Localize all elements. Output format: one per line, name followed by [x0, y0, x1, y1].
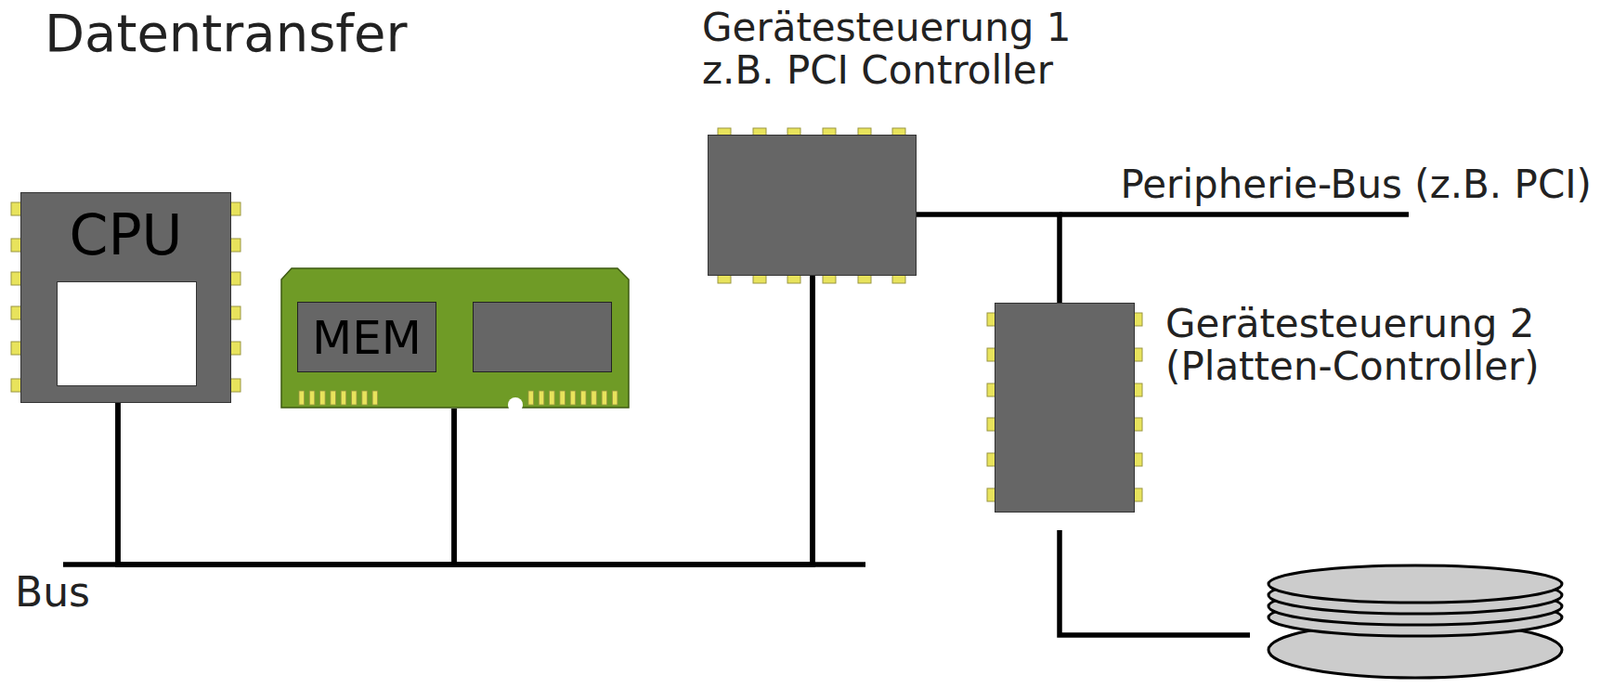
chip-pin: [858, 274, 872, 284]
chip-label: MEM: [298, 302, 436, 374]
cpu-die: [56, 281, 197, 387]
chip-pin: [787, 274, 801, 284]
module-contact: [528, 390, 534, 405]
bus-label: Peripherie-Bus (z.B. PCI): [1119, 161, 1592, 209]
chip-pin: [1133, 453, 1143, 467]
chip-pin: [892, 274, 906, 284]
chip-pin: [230, 202, 241, 216]
memory-chip: [472, 301, 612, 373]
disk-platter: [1268, 565, 1562, 603]
chip-pin: [230, 306, 241, 320]
module-contact: [299, 390, 305, 405]
chip-pin: [230, 272, 241, 286]
disk-controller-chip: Gerätesteuerung 2(Platten-Controller): [994, 302, 1135, 513]
chip-pin: [717, 274, 731, 284]
module-contact: [309, 390, 315, 405]
chip-pin: [1133, 383, 1143, 397]
bus-connector: [916, 214, 1060, 303]
bus-connector: [454, 275, 813, 565]
diagram-title: Datentransfer: [44, 1, 408, 65]
module-contact: [549, 390, 556, 405]
chip-pin: [230, 341, 241, 355]
module-contact: [559, 390, 566, 405]
module-contact: [362, 390, 368, 405]
chip-pin: [1133, 348, 1143, 362]
memory-module: MEM: [280, 267, 630, 409]
module-contact: [601, 390, 608, 405]
module-board: [281, 268, 629, 408]
module-contact: [330, 390, 337, 405]
module-contact: [320, 390, 326, 405]
module-contact: [591, 390, 598, 405]
disk-cable: [1059, 530, 1250, 636]
module-contact: [340, 390, 347, 405]
module-contact: [581, 390, 587, 405]
chip-label: CPU: [21, 201, 231, 269]
memory-chip: MEM: [297, 301, 437, 373]
module-contact: [351, 390, 358, 405]
peripheral-bus-line: [1059, 211, 1409, 218]
chip-pin: [230, 238, 241, 252]
bus-connector: [117, 403, 455, 565]
disk-stack: [1268, 565, 1562, 678]
chip-pin: [1133, 488, 1143, 502]
controller-caption: Gerätesteuerung 1: [702, 6, 910, 50]
chip-pin: [1133, 417, 1143, 431]
controller-caption: (Platten-Controller): [1165, 345, 1304, 389]
chip-pin: [230, 378, 241, 392]
controller-caption: z.B. PCI Controller: [702, 49, 910, 92]
chip-pin: [753, 274, 767, 284]
module-contact: [372, 390, 378, 405]
module-contact: [538, 390, 545, 405]
bus-label: Bus: [14, 568, 91, 618]
chip-pin: [1133, 312, 1143, 326]
controller-caption: Gerätesteuerung 2: [1165, 302, 1304, 346]
module-notch: [507, 397, 523, 409]
module-contact: [570, 390, 576, 405]
chip-pin: [822, 274, 836, 284]
pci-controller-chip: Gerätesteuerung 1z.B. PCI Controller: [707, 134, 917, 276]
cpu-chip: CPU: [20, 192, 232, 404]
module-contact: [611, 390, 618, 405]
